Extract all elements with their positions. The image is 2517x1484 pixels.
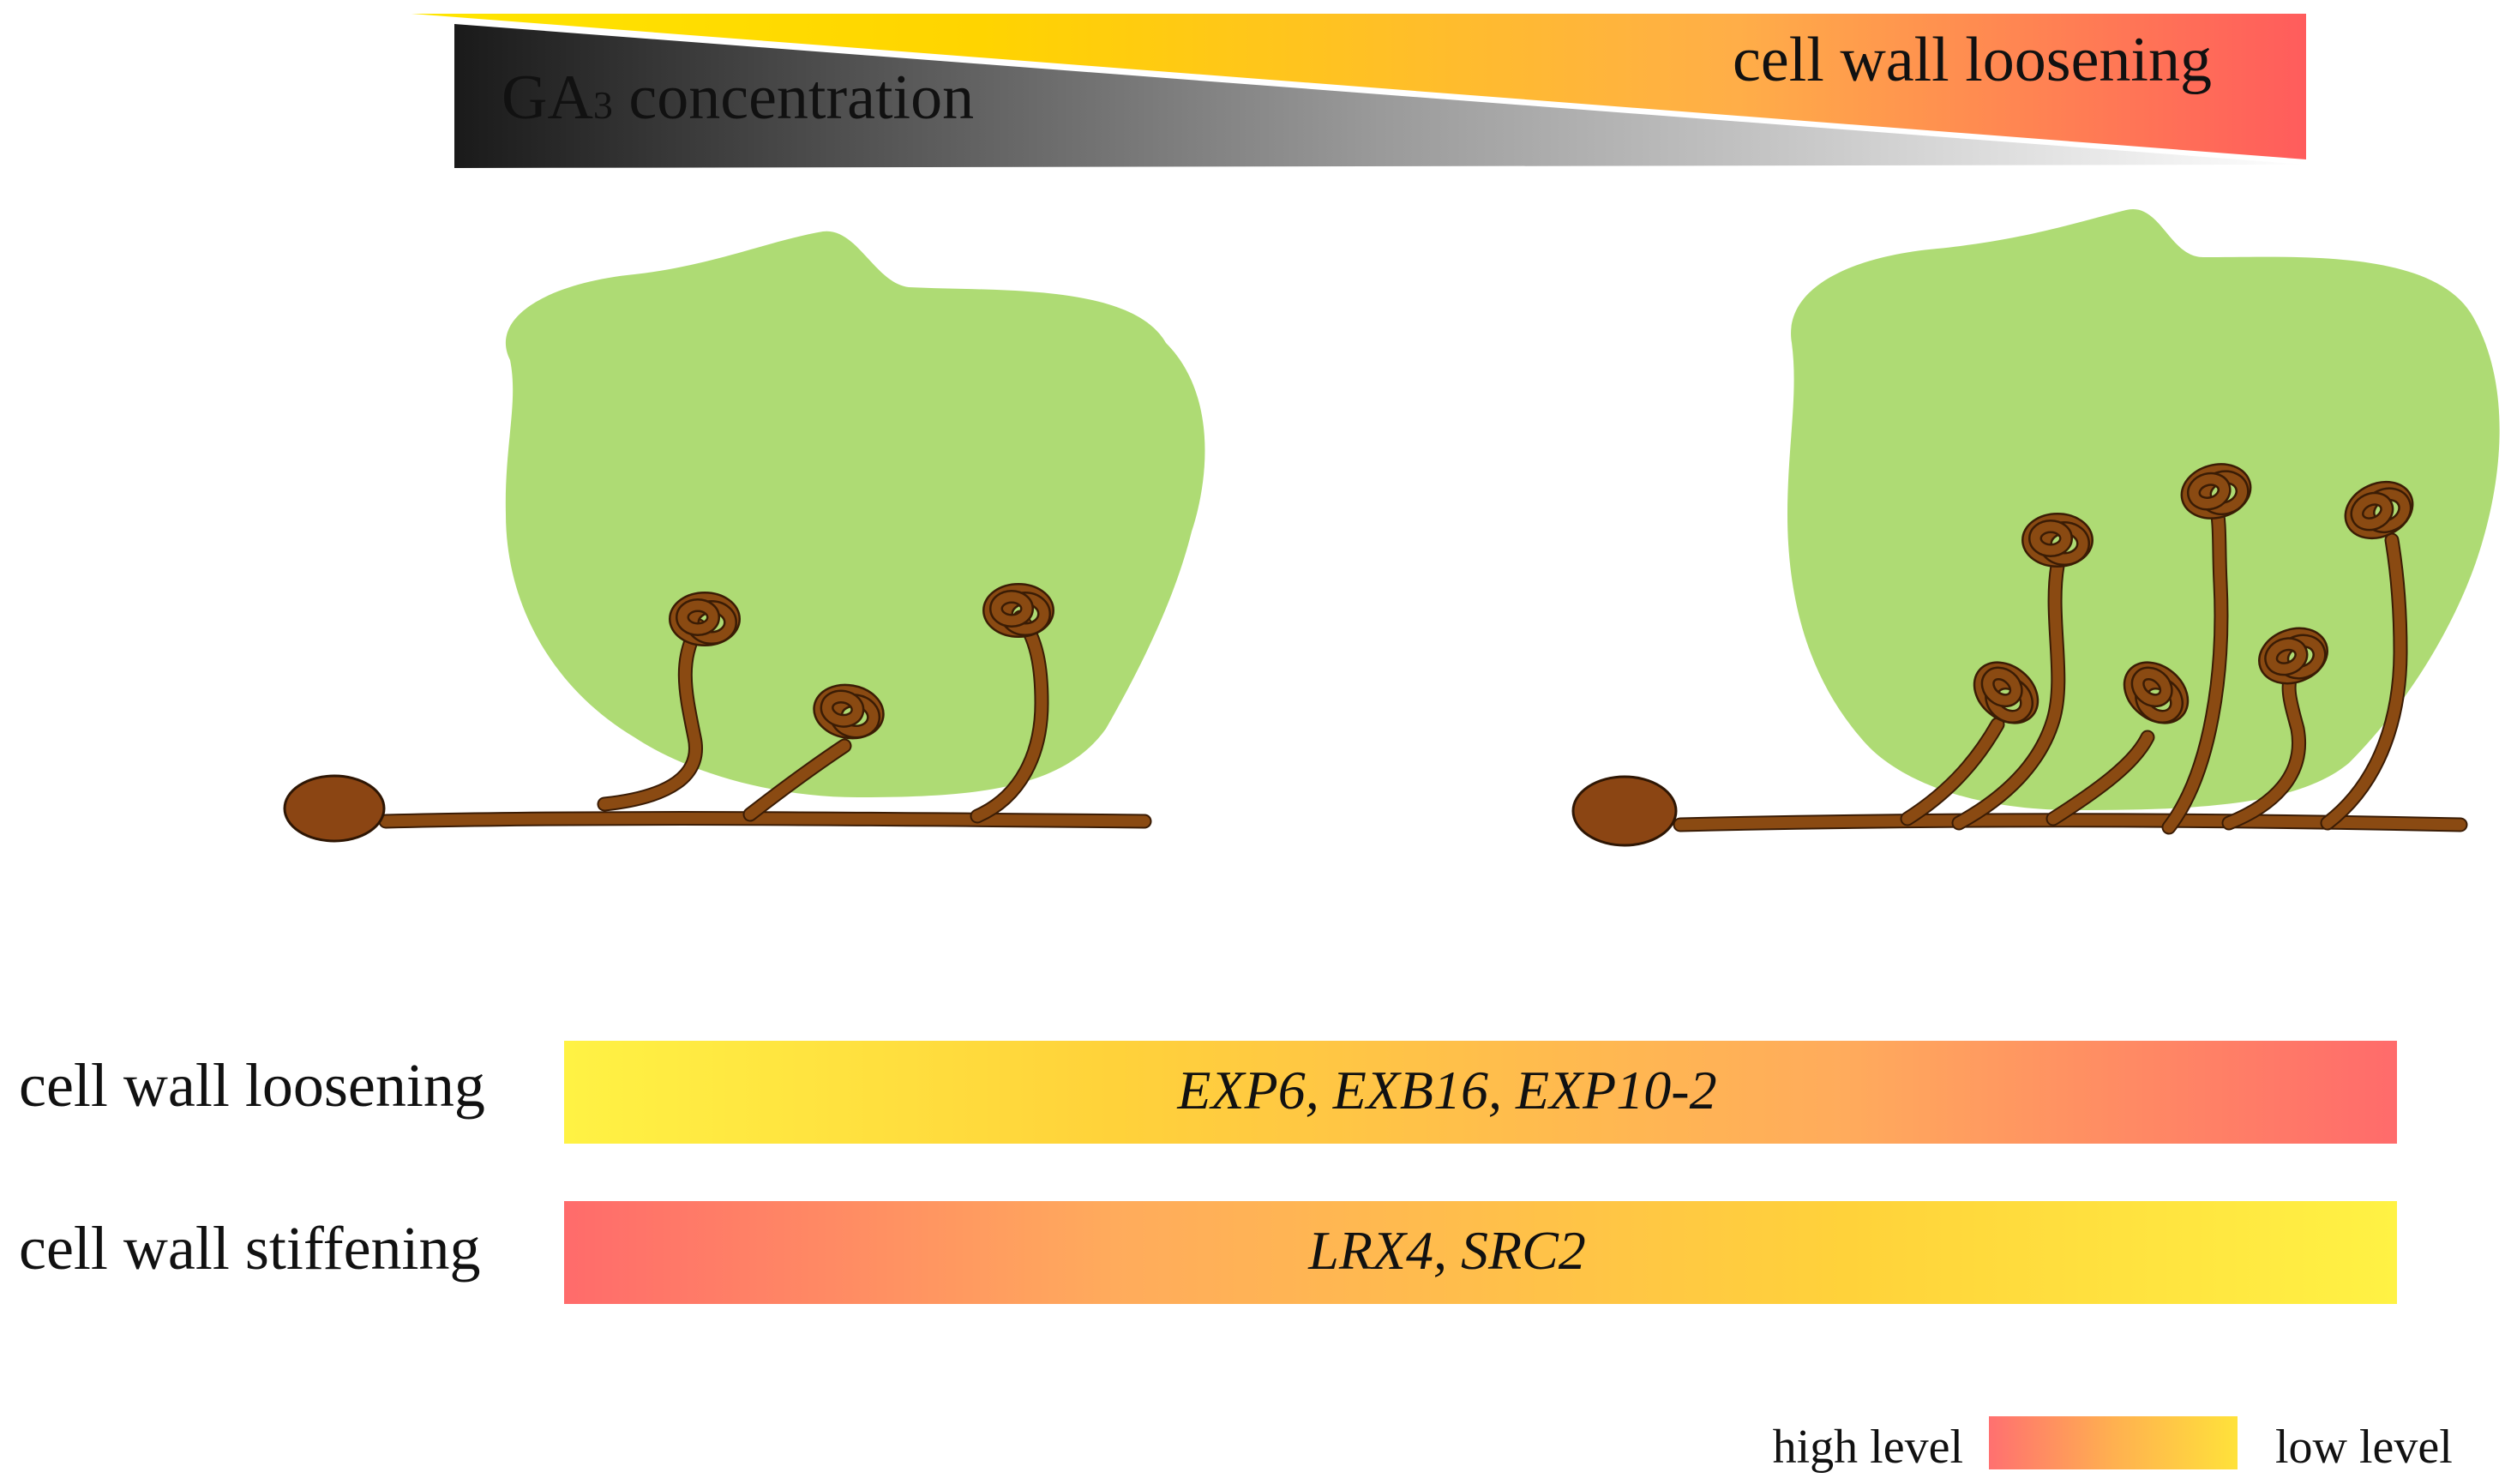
legend: high level low level [1773,1416,2453,1474]
row-label-loosening: cell wall loosening [19,1051,485,1120]
tendril-left-2 [742,686,881,822]
expression-row-loosening: cell wall loosening EXP6, EXB16, EXP10-2 [19,1041,2397,1144]
gene-list-stiffening: LRX4, SRC2 [1307,1220,1586,1281]
runner-right [1673,813,2468,832]
legend-gradient-bar [1989,1416,2238,1469]
plant-right [1571,208,2500,847]
legend-high-label: high level [1773,1421,1963,1474]
plant-left [283,231,1205,843]
tendril-right-3 [2045,658,2191,826]
top-gradient-panel: GA3 concentration cell wall loosening [411,14,2306,168]
ga-concentration-wedge [454,24,2306,168]
tendril-left-1 [597,598,734,812]
tendril-right-6 [2320,479,2414,831]
legend-low-label: low level [2275,1421,2453,1474]
row-label-stiffening: cell wall stiffening [19,1214,481,1283]
gradient-bar-stiffening [564,1201,2397,1304]
tendril-right-1 [1900,658,2041,826]
runner-left [378,811,1152,829]
cell-wall-loosening-wedge [411,14,2306,159]
gradient-bar-loosening [564,1041,2397,1144]
gene-list-loosening: EXP6, EXB16, EXP10-2 [1176,1060,1716,1121]
ga-concentration-label: GA3 concentration [502,63,974,133]
seed-right [1571,775,1678,847]
cell-wall-loosening-top-label: cell wall loosening [1733,25,2212,95]
tendril-left-3 [970,590,1048,824]
expression-row-stiffening: cell wall stiffening LRX4, SRC2 [19,1201,2397,1304]
tendril-right-2 [1951,520,2087,831]
tendril-right-5 [2221,627,2328,831]
tendril-right-4 [2161,464,2250,835]
seed-left [283,774,386,843]
